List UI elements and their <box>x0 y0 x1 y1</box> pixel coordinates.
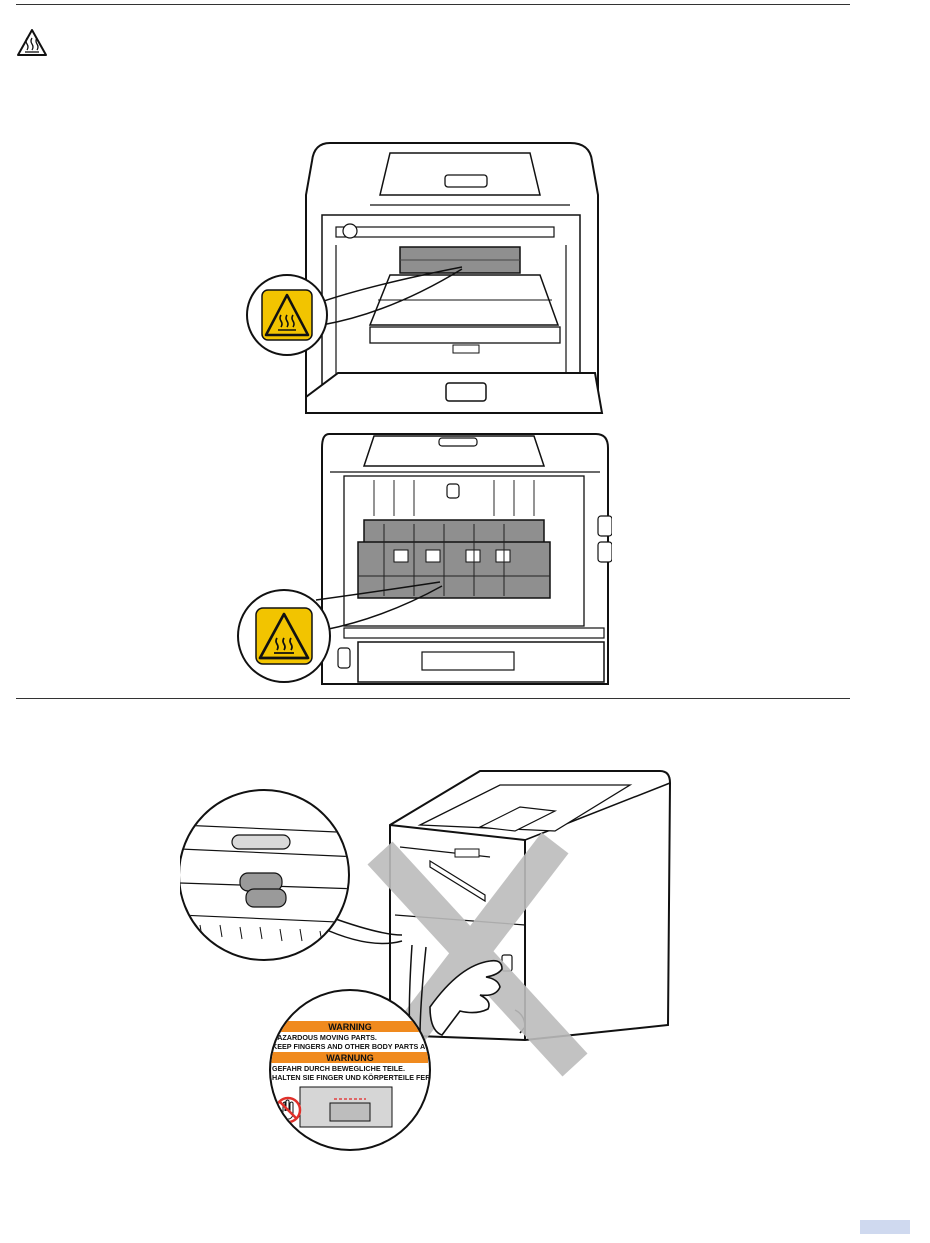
hot-surface-icon <box>256 608 312 664</box>
page-number-tab <box>860 1220 910 1234</box>
warning-line2-en: KEEP FINGERS AND OTHER BODY PARTS AWAY. <box>272 1042 442 1051</box>
hot-surface-warning-icon <box>16 28 48 58</box>
printer-front-open-illustration <box>240 135 610 417</box>
warning-heading-de: WARNUNG <box>326 1053 374 1063</box>
warning-line2-de: HALTEN SIE FINGER UND KÖRPERTEILE FERN. <box>272 1073 438 1082</box>
top-rule <box>16 4 850 5</box>
warning-heading-en: WARNING <box>328 1022 372 1032</box>
warning-line1-en: HAZARDOUS MOVING PARTS. <box>272 1033 377 1042</box>
section-rule <box>16 698 850 699</box>
hot-surface-icon <box>262 290 312 340</box>
printer-back-open-illustration <box>234 430 612 692</box>
printer-tray-caution-illustration: WARNING HAZARDOUS MOVING PARTS. KEEP FIN… <box>180 765 680 1165</box>
warning-line1-de: GEFAHR DURCH BEWEGLICHE TEILE. <box>272 1064 405 1073</box>
